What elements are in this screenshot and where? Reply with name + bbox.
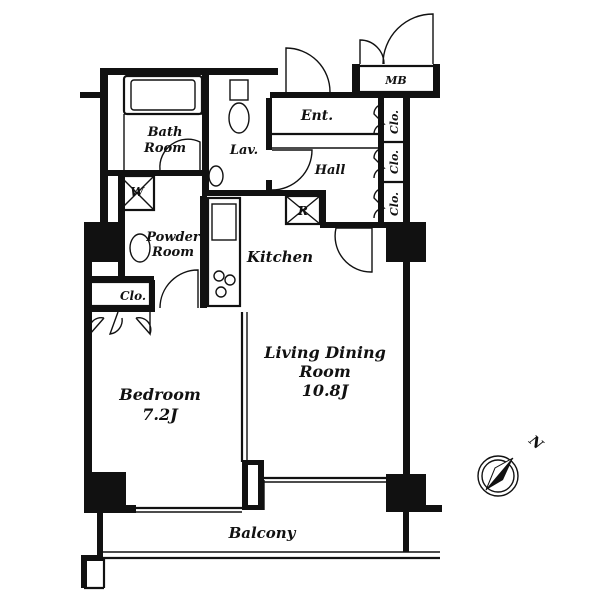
bedroom-top-wall xyxy=(84,306,154,312)
hall-closet-label-3: Clo. xyxy=(388,192,401,216)
living-label: Living Dining xyxy=(263,343,386,362)
kitchen-sink xyxy=(211,203,237,241)
mb-door-left[interactable] xyxy=(359,39,385,65)
washer-box xyxy=(118,174,156,212)
lav-hall-wall-lower xyxy=(266,180,272,196)
bed-closet-door-3[interactable] xyxy=(135,312,152,336)
hall-label: Hall xyxy=(314,163,346,178)
lav-sink xyxy=(208,165,224,187)
kitchen-label: Kitchen xyxy=(246,248,313,266)
bathtub xyxy=(122,74,204,116)
bedroom-closet-side xyxy=(150,280,155,312)
lav-label: Lav. xyxy=(229,143,258,158)
hall-bottom-wall xyxy=(320,222,390,228)
bath-lav-wall xyxy=(202,75,209,193)
bathtub-inner xyxy=(130,79,196,111)
bath-door[interactable] xyxy=(159,138,201,171)
powder-left-wall xyxy=(118,170,125,280)
top-wall-left xyxy=(100,68,278,75)
fridge-wall xyxy=(320,190,326,228)
bed-closet-door-2[interactable] xyxy=(108,311,123,335)
right-lower-wall xyxy=(403,260,410,476)
living-room-label: Room xyxy=(298,362,351,381)
bedroom-closet-label: Clo. xyxy=(120,289,146,303)
closet-door-3[interactable] xyxy=(373,187,386,219)
powder-label: Powder xyxy=(145,230,201,245)
closet-left-wall xyxy=(378,98,384,226)
washer-label: W xyxy=(130,185,145,199)
stove-burner-1 xyxy=(213,270,225,282)
left-stub-wall xyxy=(80,92,104,98)
powder-right-wall xyxy=(200,196,207,308)
column-right-lower xyxy=(386,474,426,512)
compass-ring-outer xyxy=(477,455,519,497)
bedroom-label: Bedroom xyxy=(118,385,201,404)
doors xyxy=(88,13,434,336)
mb-door-right[interactable] xyxy=(382,13,434,65)
powder-room-label: Room xyxy=(151,245,194,260)
compass-ring-inner xyxy=(481,459,515,493)
ent-label: Ent. xyxy=(300,108,333,124)
bed-closet-door-1[interactable] xyxy=(88,312,105,336)
toilet-bowl xyxy=(228,102,250,134)
bath-bottom-wall xyxy=(100,170,202,176)
closet-door-2[interactable] xyxy=(373,147,386,179)
column-left-upper xyxy=(84,222,122,262)
bedroom-size-label: 7.2J xyxy=(142,405,179,424)
mb-label: MB xyxy=(384,74,406,87)
fridge-box xyxy=(284,194,322,226)
closet-door-1[interactable] xyxy=(373,103,386,135)
bath-room-label: Room xyxy=(143,141,186,156)
entrance-door[interactable] xyxy=(285,47,331,93)
hall-living-door[interactable] xyxy=(334,227,373,273)
lav-hall-wall xyxy=(266,98,272,150)
powder-bottom-wall xyxy=(84,276,154,282)
balcony-left-rail xyxy=(81,510,103,588)
lav-door[interactable] xyxy=(271,149,313,191)
fridge-label: R xyxy=(297,204,308,218)
lav-bottom-wall xyxy=(202,190,320,196)
powder-sink xyxy=(129,233,151,263)
bath-label: Bath xyxy=(147,125,183,140)
north-label: N xyxy=(525,432,547,454)
left-wall xyxy=(84,222,92,512)
column-left-lower xyxy=(84,472,126,512)
stove-burner-2 xyxy=(224,274,236,286)
fixtures xyxy=(81,64,440,590)
fridge-diag-2 xyxy=(285,195,321,225)
stove-burner-3 xyxy=(215,286,227,298)
hall-closet-label-1: Clo. xyxy=(388,110,401,134)
columns xyxy=(84,222,426,512)
compass xyxy=(477,455,519,497)
left-upper-wall xyxy=(100,70,108,225)
toilet-tank xyxy=(229,79,249,101)
compass-needle-light xyxy=(485,457,514,491)
washer-diag-2 xyxy=(119,175,155,211)
living-size-label: 10.8J xyxy=(302,381,350,400)
interior-walls xyxy=(84,75,390,510)
right-upper-wall xyxy=(403,98,410,226)
kitchen-counter xyxy=(206,196,242,308)
powder-door[interactable] xyxy=(159,269,199,309)
labels: MB Ent. Clo. Clo. Clo. Hall Bath Room La… xyxy=(118,74,546,542)
mb-box xyxy=(354,64,438,94)
bedroom-closet xyxy=(86,280,152,308)
balcony-label: Balcony xyxy=(228,524,297,542)
partition-stub-inner xyxy=(248,465,258,505)
column-right-upper xyxy=(386,222,426,262)
hall-closet-label-2: Clo. xyxy=(388,150,401,174)
